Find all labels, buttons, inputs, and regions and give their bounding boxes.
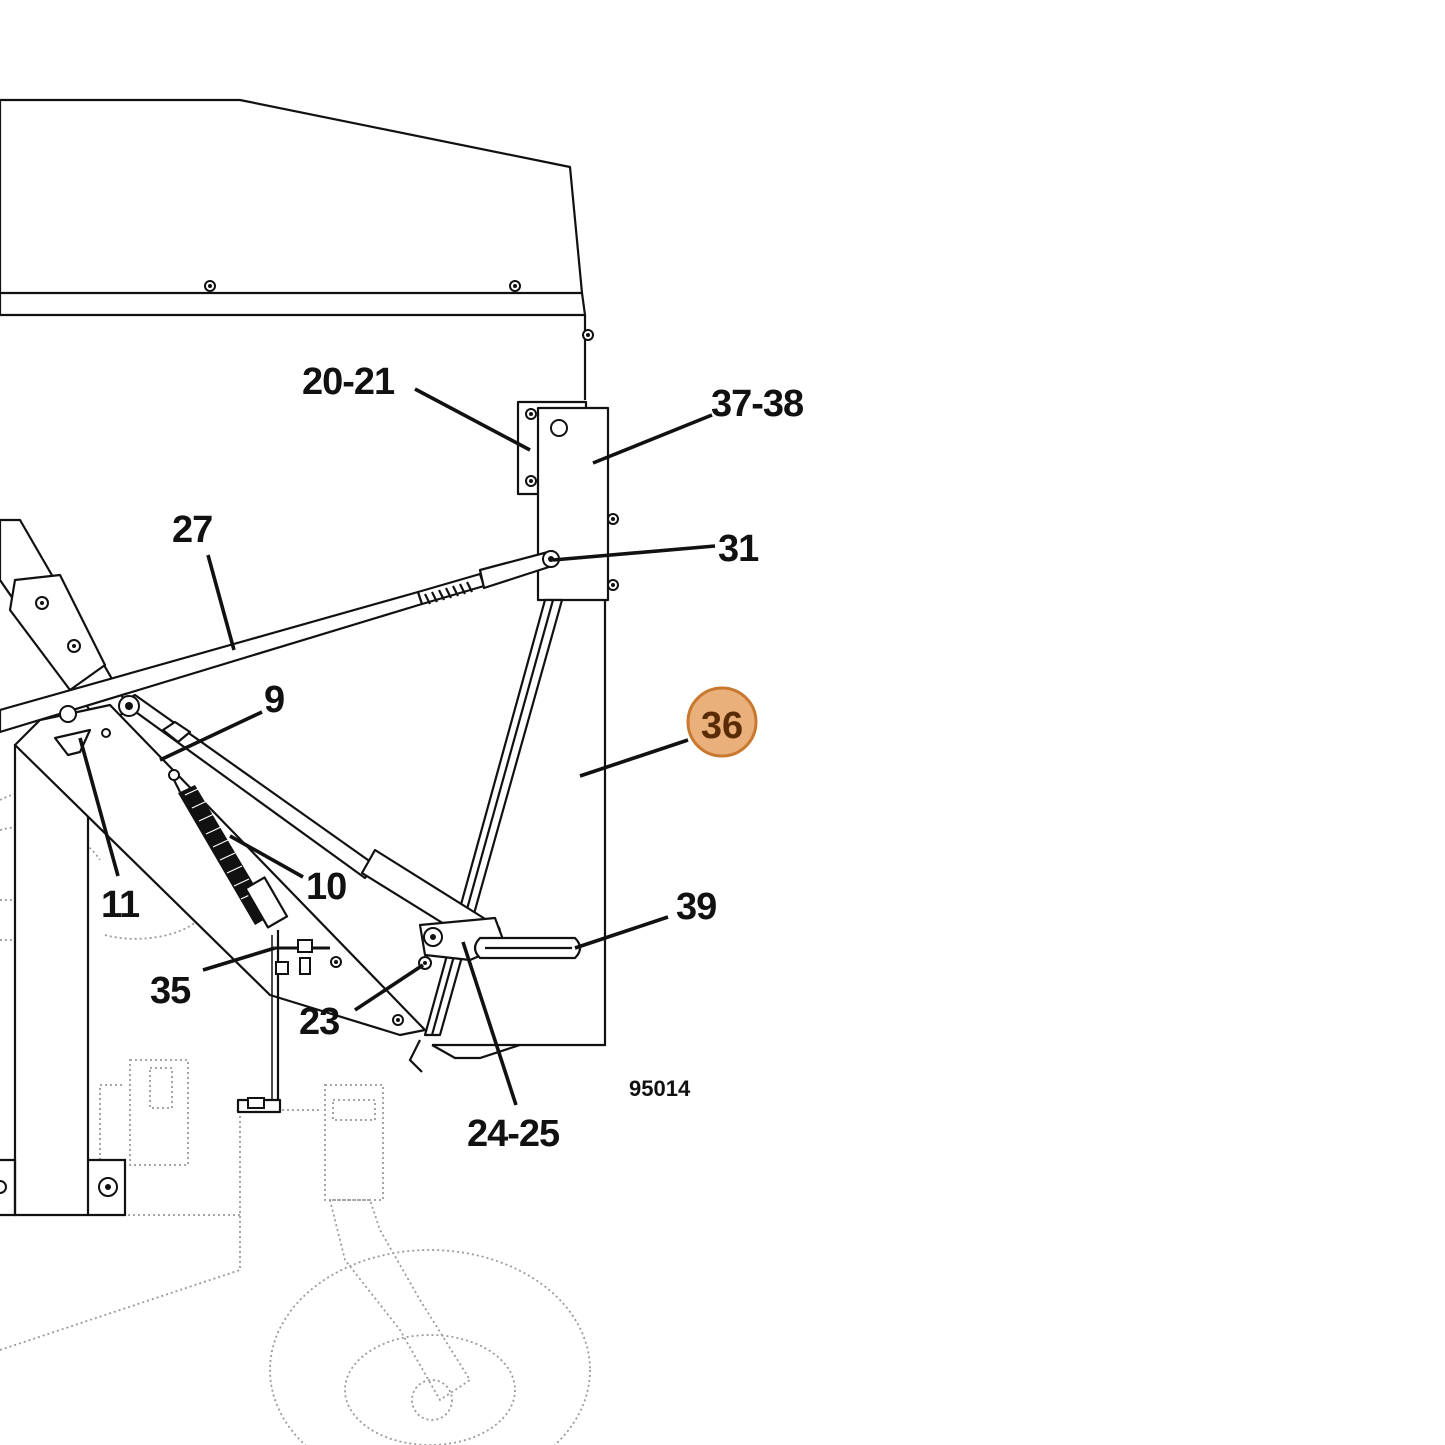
callout-10[interactable]: 10	[306, 866, 347, 908]
tie-rod-27	[0, 550, 554, 757]
side-panel-36	[431, 598, 607, 1060]
hopper-body	[582, 315, 594, 400]
callout-31[interactable]: 31	[718, 528, 760, 570]
callout-23[interactable]: 23	[299, 1001, 340, 1043]
callout-36[interactable]: 36	[701, 705, 743, 747]
left-frame	[0, 518, 132, 1217]
latch-handle-39	[473, 936, 582, 960]
callout-35[interactable]: 35	[150, 970, 192, 1012]
pivot-31	[542, 550, 560, 568]
callout-20-21[interactable]: 20-21	[302, 361, 396, 403]
callout-9[interactable]: 9	[264, 679, 285, 721]
support-strut	[423, 598, 564, 1037]
callout-labels: 20-21 37-38 27 31 9 36 10 11 39 35 23 24…	[101, 361, 804, 1155]
callout-24-25[interactable]: 24-25	[467, 1113, 561, 1155]
highlight-marker-36[interactable]	[686, 686, 758, 758]
callout-leaders	[78, 387, 716, 1106]
hopper-lid	[0, 98, 587, 317]
callout-37-38[interactable]: 37-38	[711, 383, 804, 425]
callout-27[interactable]: 27	[172, 509, 213, 551]
mounting-plate-37-38	[536, 406, 619, 602]
diagonal-brace	[13, 703, 427, 1037]
drawing-number: 95014	[629, 1076, 691, 1101]
callout-39[interactable]: 39	[676, 886, 717, 928]
bracket-35	[236, 930, 330, 1114]
callout-11[interactable]: 11	[101, 884, 141, 926]
spring-10	[168, 769, 289, 929]
